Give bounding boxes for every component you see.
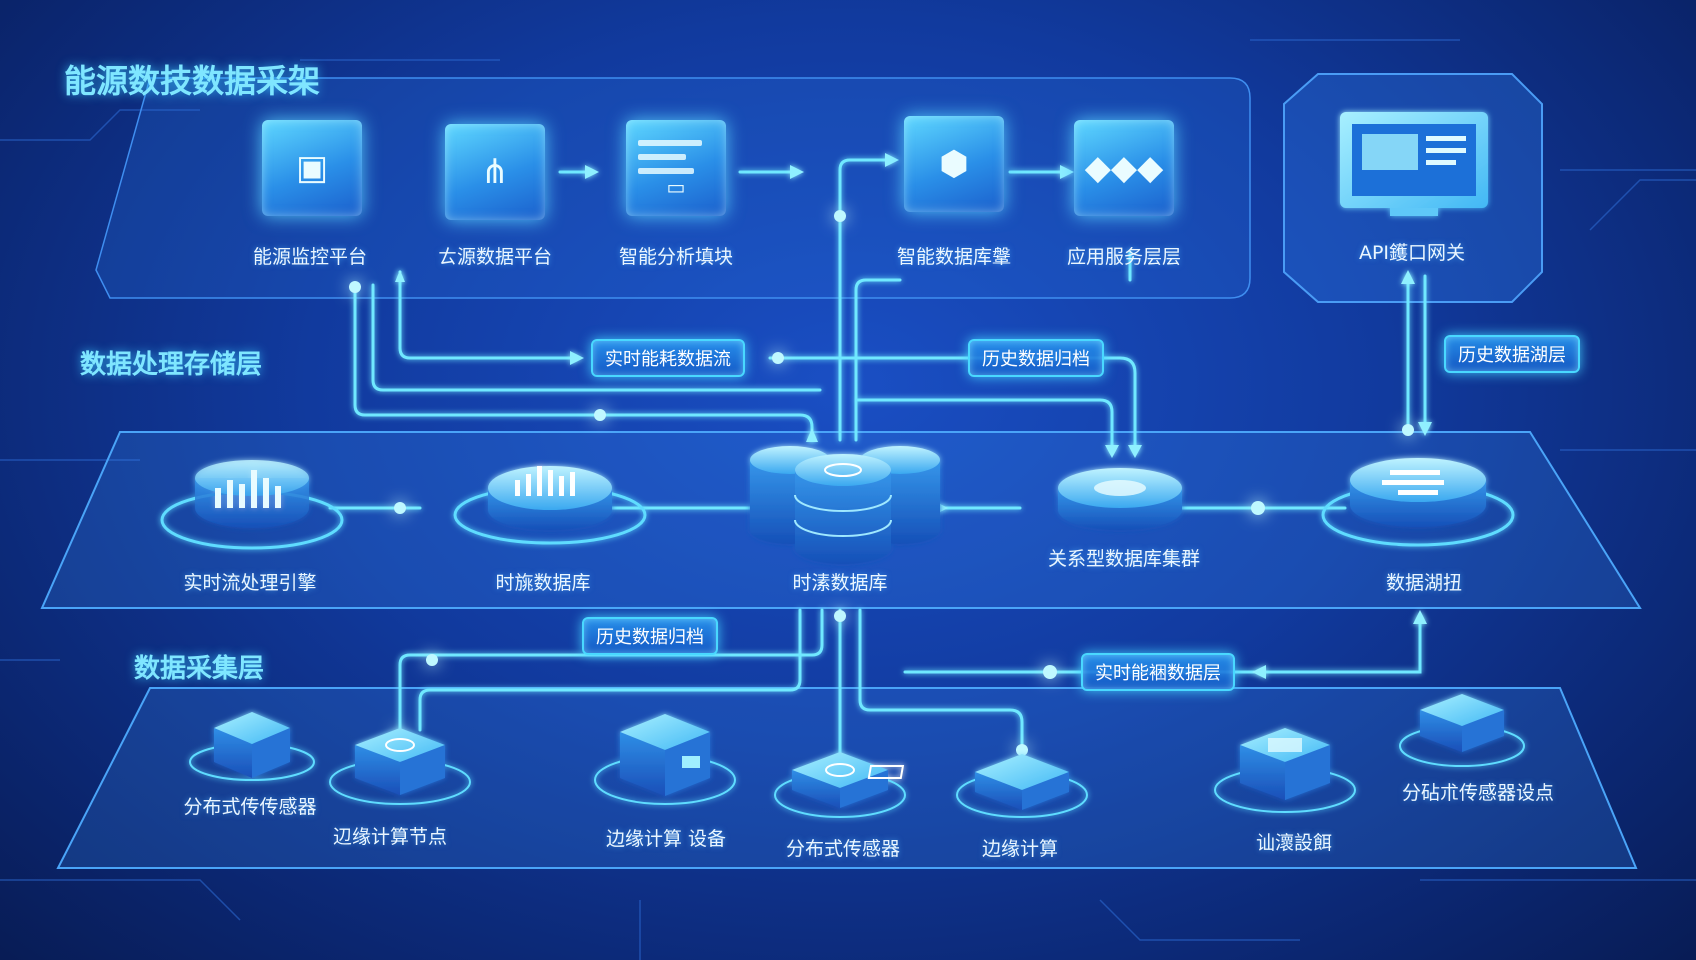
app-card-1: ▣ xyxy=(262,120,362,216)
device-node-label-4: 分布式传感器 xyxy=(785,838,901,860)
device-cubes xyxy=(189,694,1525,818)
collection-layer-title: 数据采集层 xyxy=(134,654,265,684)
app-card-5: ◆◆◆ xyxy=(1074,120,1174,216)
app-card-2: ⋔ xyxy=(445,124,545,220)
device-node-2-icon xyxy=(329,728,471,805)
app-node-label-4: 智能数据库鞶 xyxy=(896,246,1012,268)
database-server-icon: ⬢ xyxy=(939,144,969,184)
device-node-5-icon xyxy=(867,754,1088,818)
device-node-label-3: 边缘计算 设备 xyxy=(605,828,727,850)
app-node-label-2: ㄊ源数据平台 xyxy=(437,246,553,268)
flow-tag-history-lake: 历史数据湖层 xyxy=(1444,335,1580,373)
dashboard-icon: ▭ xyxy=(666,175,686,200)
storage-node-3-icon xyxy=(750,446,940,564)
storage-node-label-1: 实时流处理引擎 xyxy=(183,572,317,594)
device-node-label-5: 边缘计算 xyxy=(981,838,1059,860)
storage-node-4-icon xyxy=(1058,468,1182,530)
storage-node-2-icon xyxy=(453,466,647,545)
device-node-3-icon xyxy=(594,714,736,805)
storage-node-label-3: 时溸数据库 xyxy=(792,572,888,594)
app-card-3: ▭ xyxy=(626,120,726,216)
device-node-label-2: 辺缘计算节点 xyxy=(332,826,448,848)
app-card-4: ⬢ xyxy=(904,116,1004,212)
main-title: 能源数技数据采架 xyxy=(64,62,321,100)
flow-tag-history-archive-bottom: 历史数据归档 xyxy=(582,617,718,655)
flow-tag-realtime-data-layer: 实时能裍数据层 xyxy=(1081,653,1235,691)
device-node-label-1: 分布式传传感器 xyxy=(183,796,317,818)
network-chart-icon: ⋔ xyxy=(480,152,510,192)
storage-node-label-2: 时旐数据库 xyxy=(495,572,591,594)
device-node-4-icon xyxy=(774,752,906,818)
connection-lines xyxy=(328,158,1427,762)
device-node-label-7: 分砧朮传感器设点 xyxy=(1401,782,1555,804)
api-gateway-monitor-icon xyxy=(1340,112,1488,216)
storage-node-5-icon xyxy=(1321,458,1515,547)
device-node-7-icon xyxy=(1399,694,1525,767)
storage-node-1-icon xyxy=(160,460,344,550)
flow-tag-realtime-energy: 实时能耗数据流 xyxy=(591,339,745,377)
storage-node-label-5: 数据湖扭 xyxy=(1385,572,1463,594)
app-node-label-3: 智能分析填块 xyxy=(618,246,734,268)
processing-layer-title: 数据处理存储层 xyxy=(80,350,263,380)
workflow-icon: ◆◆◆ xyxy=(1084,148,1164,188)
device-node-6-icon xyxy=(1214,728,1356,813)
device-node-1-icon xyxy=(189,712,315,781)
app-node-label-1: 能源监控平台 xyxy=(252,246,368,268)
flow-tag-history-archive-top: 历史数据归档 xyxy=(968,339,1104,377)
background-circuit-traces xyxy=(0,39,1696,960)
device-node-label-6: 讪瀤設餌 xyxy=(1255,832,1333,854)
app-node-label-5: 应用服务层层 xyxy=(1066,246,1182,268)
storage-node-label-4: 关系型数据库集群 xyxy=(1047,548,1201,570)
app-node-label-6: API鑊口网关 xyxy=(1358,242,1466,264)
monitor-icon: ▣ xyxy=(295,148,329,188)
